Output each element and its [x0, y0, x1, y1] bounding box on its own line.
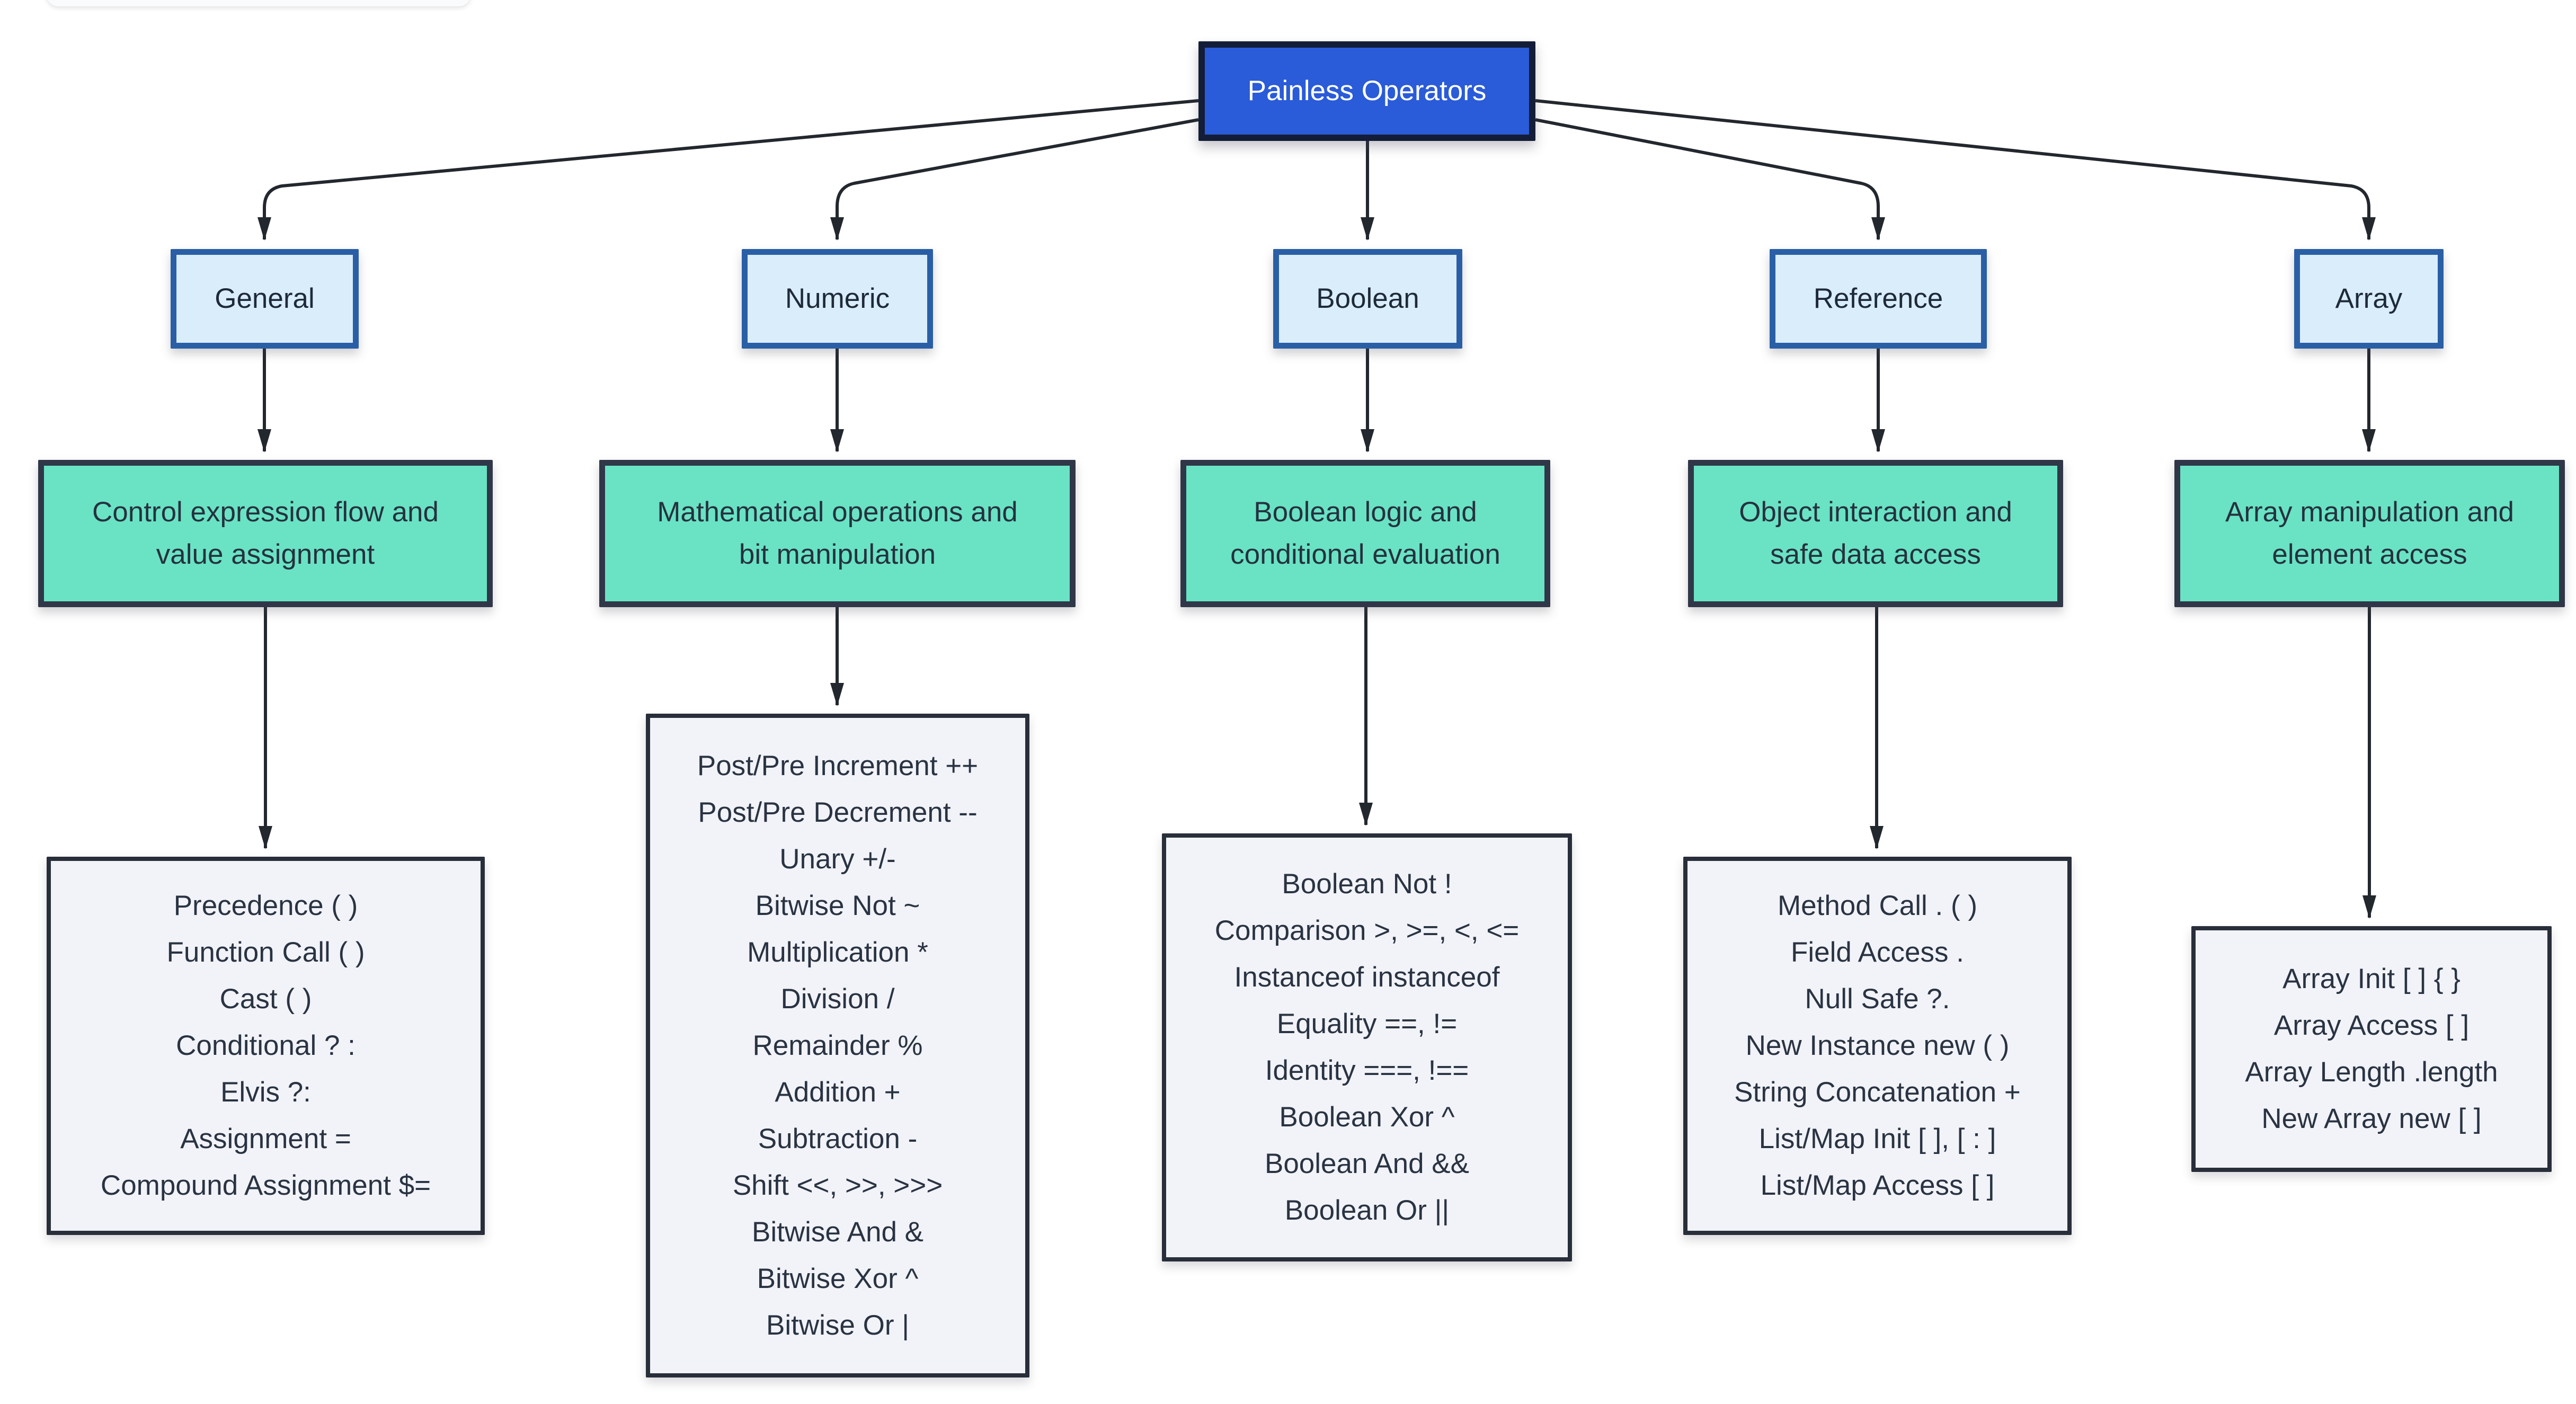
edge-root-to-numeric — [830, 118, 1199, 241]
operator-line: Instanceof instanceof — [1234, 962, 1500, 993]
category-label: General — [215, 282, 315, 314]
operator-line: Bitwise Not ~ — [755, 890, 920, 921]
operator-line: Function Call ( ) — [166, 937, 365, 968]
root-node-painless-operators: Painless Operators — [1198, 41, 1535, 141]
summary-line: Object interaction and — [1739, 496, 2012, 528]
operator-line: New Instance new ( ) — [1745, 1030, 2010, 1061]
summary-line: Boolean logic and — [1254, 496, 1477, 528]
summary-line: value assignment — [156, 539, 375, 570]
category-label: Boolean — [1316, 282, 1419, 314]
operator-line: Boolean Not ! — [1282, 868, 1452, 900]
summary-line: Mathematical operations and — [657, 496, 1018, 528]
operator-line: List/Map Access [ ] — [1760, 1170, 1995, 1201]
operator-line: Bitwise Or | — [766, 1309, 909, 1341]
summary-line: conditional evaluation — [1230, 539, 1500, 570]
category-node-array: Array — [2294, 249, 2444, 349]
edge-root-to-array — [1535, 99, 2376, 241]
operator-line: Cast ( ) — [219, 983, 312, 1015]
operator-line: Bitwise Xor ^ — [757, 1263, 919, 1294]
summary-node-general: Control expression flow and value assign… — [38, 460, 493, 607]
cutoff-toolbar-remnant — [47, 0, 470, 6]
operator-line: Post/Pre Decrement -- — [698, 796, 978, 828]
operator-line: Equality ==, != — [1276, 1008, 1458, 1039]
operator-line: Unary +/- — [779, 843, 896, 875]
operator-line: Comparison >, >=, <, <= — [1214, 915, 1520, 946]
summary-line: safe data access — [1770, 539, 1981, 570]
operator-line: Assignment = — [180, 1123, 351, 1154]
operator-line: Bitwise And & — [751, 1216, 924, 1248]
operator-line: Array Init [ ] { } — [2282, 963, 2460, 994]
detail-node-general: Precedence ( ) Function Call ( ) Cast ( ) C… — [47, 857, 485, 1235]
category-label: Array — [2335, 282, 2403, 314]
operator-line: New Array new [ ] — [2261, 1103, 2482, 1134]
summary-node-numeric: Mathematical operations and bit manipula… — [599, 460, 1076, 607]
operator-line: Boolean Or || — [1284, 1195, 1450, 1226]
operator-line: Division / — [780, 983, 895, 1015]
operator-line: Boolean Xor ^ — [1279, 1101, 1455, 1133]
summary-line: element access — [2272, 539, 2467, 570]
operator-line: Addition + — [775, 1076, 901, 1108]
detail-node-reference: Method Call . ( ) Field Access . Null Safe… — [1683, 857, 2072, 1235]
operator-line: Conditional ? : — [176, 1030, 356, 1061]
category-node-general: General — [171, 249, 359, 349]
operator-line: Field Access . — [1791, 937, 1964, 968]
summary-line: Array manipulation and — [2225, 496, 2515, 528]
category-label: Reference — [1813, 282, 1943, 314]
detail-node-numeric: Post/Pre Increment ++ Post/Pre Decrement … — [646, 714, 1029, 1378]
root-node-label: Painless Operators — [1247, 75, 1487, 106]
operator-line: Method Call . ( ) — [1777, 890, 1977, 921]
summary-node-array: Array manipulation and element access — [2174, 460, 2565, 607]
category-label: Numeric — [785, 282, 890, 314]
operator-line: Elvis ?: — [220, 1077, 311, 1108]
summary-node-reference: Object interaction and safe data access — [1688, 460, 2063, 607]
operator-line: Shift <<, >>, >>> — [732, 1169, 943, 1201]
operator-line: Multiplication * — [747, 936, 928, 968]
edge-root-to-general — [257, 99, 1199, 241]
operator-line: Remainder % — [752, 1029, 923, 1061]
operator-line: List/Map Init [ ], [ : ] — [1758, 1123, 1996, 1154]
summary-line: bit manipulation — [739, 539, 936, 570]
operator-line: Identity ===, !== — [1265, 1055, 1469, 1086]
detail-node-array: Array Init [ ] { } Array Access [ ] Array … — [2191, 926, 2552, 1172]
operator-line: String Concatenation + — [1734, 1077, 2021, 1108]
operator-line: Array Access [ ] — [2273, 1010, 2470, 1041]
operator-line: Subtraction - — [758, 1123, 918, 1154]
operator-line: Precedence ( ) — [173, 890, 358, 921]
category-node-numeric: Numeric — [742, 249, 933, 349]
edge-root-to-reference — [1535, 118, 1885, 241]
operator-line: Post/Pre Increment ++ — [697, 750, 979, 781]
operator-line: Compound Assignment $= — [100, 1170, 431, 1201]
category-node-reference: Reference — [1770, 249, 1987, 349]
summary-node-boolean: Boolean logic and conditional evaluation — [1180, 460, 1550, 607]
operator-line: Array Length .length — [2245, 1056, 2498, 1088]
summary-line: Control expression flow and — [92, 496, 439, 528]
operator-line: Boolean And && — [1264, 1148, 1470, 1179]
category-node-boolean: Boolean — [1273, 249, 1462, 349]
operator-line: Null Safe ?. — [1805, 983, 1950, 1015]
detail-node-boolean: Boolean Not ! Comparison >, >=, <, <= Inst… — [1162, 833, 1572, 1261]
